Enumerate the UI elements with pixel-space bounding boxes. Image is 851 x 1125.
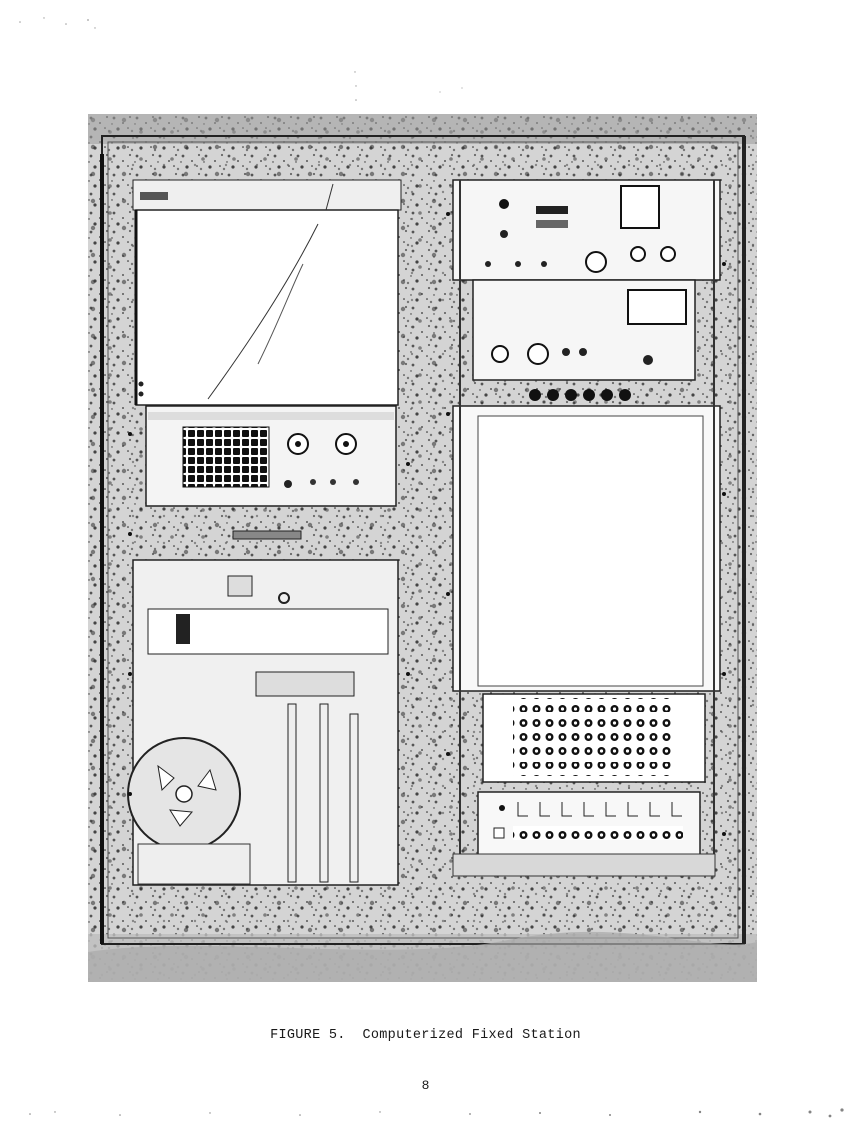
page-number: 8 bbox=[421, 1078, 430, 1093]
keypad-controller bbox=[145, 405, 397, 540]
photo-illustration bbox=[88, 114, 757, 982]
scan-speckle-top bbox=[19, 17, 463, 101]
instrument-rack bbox=[452, 179, 721, 877]
chart-recorder bbox=[132, 179, 402, 406]
equipment-photograph bbox=[88, 114, 757, 982]
figure-caption: FIGURE 5. Computerized Fixed Station bbox=[270, 1028, 581, 1043]
scan-speckle-bottom bbox=[29, 1108, 844, 1118]
tape-drive bbox=[127, 559, 399, 886]
